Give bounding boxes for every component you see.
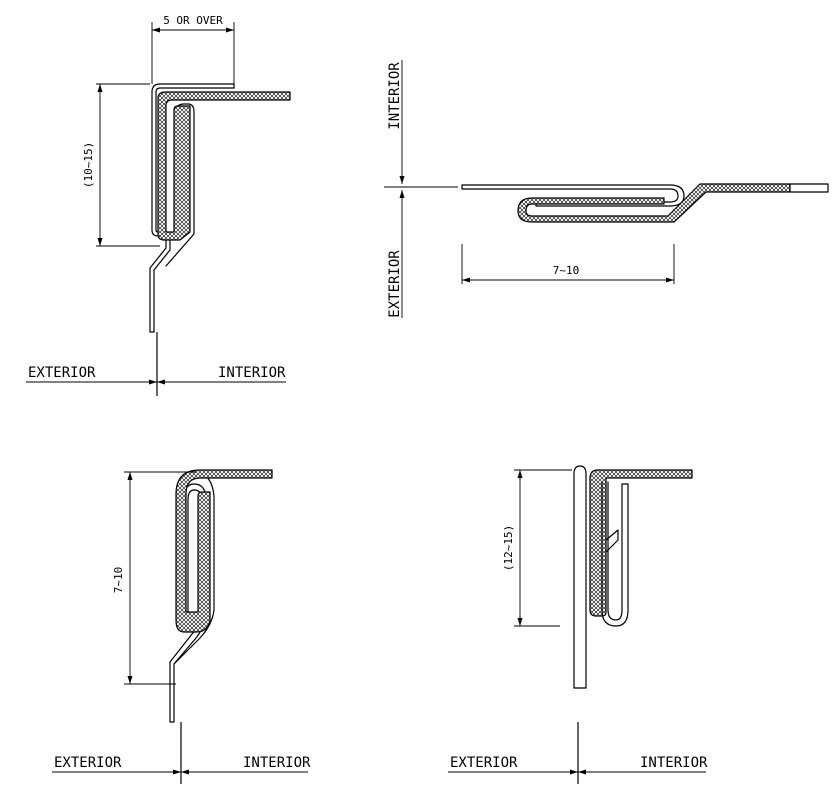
detail-4-interior-label: INTERIOR	[640, 755, 708, 771]
detail-2-length-dimension: 7~10	[553, 264, 580, 277]
detail-2-interior-label: INTERIOR	[387, 62, 403, 130]
detail-1-interior-label: INTERIOR	[218, 365, 286, 381]
detail-4-height-dimension: (12~15)	[502, 525, 515, 571]
detail-3-hatched-sheet	[175, 469, 273, 633]
detail-4-standing-sheet	[573, 465, 587, 689]
detail-1-width-dimension: 5 OR OVER	[163, 14, 223, 27]
detail-3-interior-label: INTERIOR	[243, 755, 311, 771]
detail-3-exterior-label: EXTERIOR	[54, 755, 122, 771]
detail-2-white-extension	[789, 183, 829, 193]
detail-3-height-dimension: 7~10	[112, 567, 125, 594]
detail-2-seam: INTERIOR EXTERIOR 7~10	[384, 60, 829, 318]
detail-1-height-dimension: (10~15)	[82, 142, 95, 188]
detail-4-seam: (12~15) EXTERIOR INTERIOR	[448, 465, 708, 784]
detail-1-exterior-label: EXTERIOR	[28, 365, 96, 381]
detail-4-cleat-tab	[605, 529, 619, 553]
detail-3-seam: 7~10 EXTERIOR INTERIOR	[52, 469, 311, 784]
detail-1-seam: 5 OR OVER (10~15) EXTERIOR INTERIOR	[26, 14, 291, 396]
detail-1-hatched-sheet	[157, 91, 291, 241]
detail-4-exterior-label: EXTERIOR	[450, 755, 518, 771]
detail-2-exterior-label: EXTERIOR	[387, 250, 403, 318]
detail-4-folded-sheet	[601, 481, 629, 627]
detail-4-hatched-sheet	[589, 469, 693, 617]
detail-2-hatched-sheet	[517, 183, 791, 223]
detail-3-outer-wrap	[173, 471, 273, 665]
